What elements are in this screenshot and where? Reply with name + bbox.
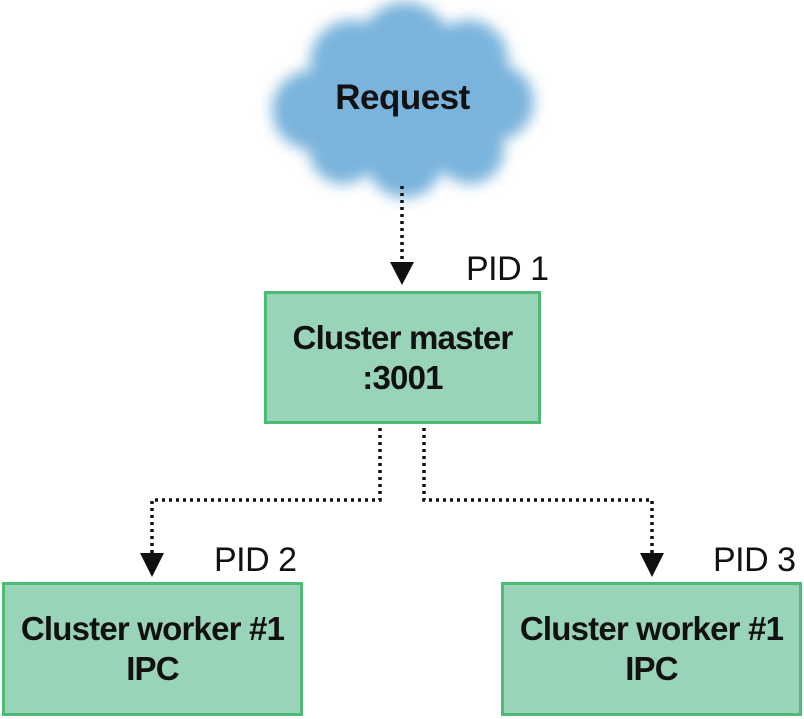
arrowhead-to-worker-1-icon — [140, 553, 164, 577]
connector-lines — [150, 186, 654, 553]
arrowheads — [140, 262, 664, 577]
cluster-worker-node-1: Cluster worker #1 IPC — [2, 582, 303, 716]
worker-2-pid-label: PID 3 — [713, 541, 796, 579]
master-to-worker-1-connector — [150, 428, 382, 553]
request-cloud-icon — [272, 2, 534, 198]
worker-2-channel: IPC — [625, 650, 678, 687]
cluster-master-node: Cluster master :3001 — [264, 291, 541, 424]
worker-1-channel: IPC — [126, 650, 179, 687]
worker-1-title: Cluster worker #1 — [20, 610, 285, 647]
master-pid-label: PID 1 — [466, 250, 549, 288]
master-port: :3001 — [362, 358, 443, 396]
request-label: Request — [335, 78, 470, 117]
arrowhead-to-master-icon — [390, 262, 414, 285]
arrowhead-to-worker-2-icon — [640, 553, 664, 577]
master-title: Cluster master — [292, 318, 514, 356]
worker-2-title: Cluster worker #1 — [519, 610, 784, 647]
cluster-worker-node-2: Cluster worker #1 IPC — [501, 582, 802, 716]
worker-1-pid-label: PID 2 — [214, 541, 297, 579]
master-to-worker-2-connector — [422, 428, 654, 553]
